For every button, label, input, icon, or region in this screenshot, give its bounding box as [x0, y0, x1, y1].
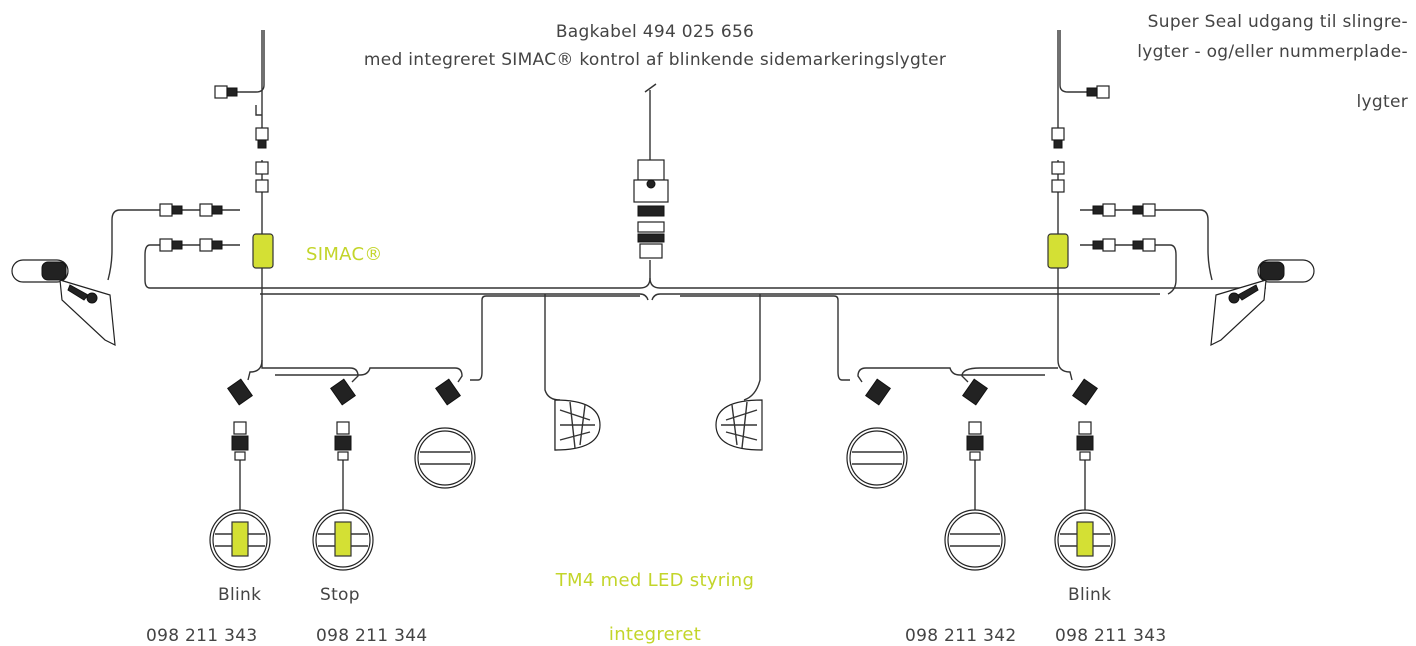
part-number-right-blink: 098 211 343	[1055, 626, 1167, 646]
rear-lamp-icon	[312, 509, 374, 571]
simac-module-icon	[1047, 233, 1069, 269]
super-seal-line-3: lygter	[1356, 92, 1408, 112]
side-lamp-icon	[554, 399, 601, 451]
part-number-right-1: 098 211 342	[905, 626, 1017, 646]
connector-icon	[159, 85, 1156, 259]
marker-lamp-icon	[1210, 259, 1315, 347]
harness-wires	[107, 30, 1266, 510]
rear-lamp-icon	[209, 509, 271, 571]
side-lamp-icon	[715, 399, 763, 451]
lamp-function-stop-left: Stop	[320, 585, 360, 605]
lamp-function-blink-left: Blink	[218, 585, 262, 605]
marker-lamp-icon	[11, 259, 116, 347]
rear-lamp-icon	[414, 427, 476, 489]
top-cable-description: med integreret SIMAC® kontrol af blinken…	[363, 50, 947, 70]
tm4-label-integrated: integreret	[608, 624, 702, 645]
lamp-function-blink-right: Blink	[1068, 585, 1112, 605]
top-cable-title: Bagkabel 494 025 656	[555, 22, 755, 42]
part-number-left-blink: 098 211 343	[146, 626, 258, 646]
rear-lamp-icon	[1054, 509, 1116, 571]
simac-label: SIMAC®	[306, 244, 383, 265]
rear-lamp-icon	[944, 509, 1006, 571]
rear-lamp-icon	[846, 427, 908, 489]
simac-module-icon	[252, 233, 274, 269]
super-seal-line-1: Super Seal udgang til slingre-	[1147, 12, 1408, 32]
super-seal-line-2: lygter - og/eller nummerplade-	[1137, 42, 1408, 62]
part-number-left-stop: 098 211 344	[316, 626, 428, 646]
connector-icon	[227, 378, 1098, 461]
tm4-label: TM4 med LED styring	[555, 570, 755, 591]
